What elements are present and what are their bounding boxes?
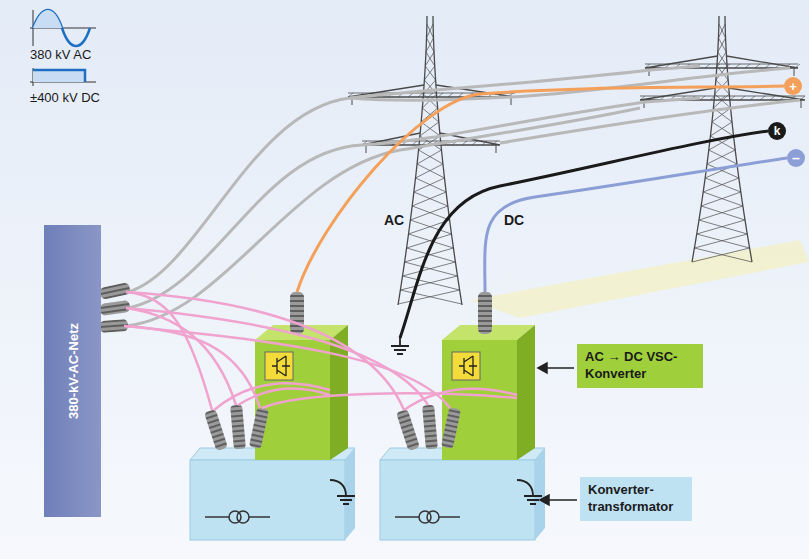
grid-band: 380-kV-AC-Netz	[44, 225, 101, 517]
legend-text: ±400 kV DC	[30, 90, 100, 105]
pylons	[348, 16, 805, 305]
return-wire	[400, 131, 768, 338]
ground-plane	[470, 240, 809, 318]
terminal-circle: k	[768, 122, 786, 140]
terminal-circle: +	[784, 77, 802, 95]
dc-plus-wire	[297, 86, 784, 292]
callout-box: AC → DC VSC-Konverter	[577, 344, 703, 388]
ac-symbol	[30, 10, 96, 46]
ac-lines	[126, 66, 800, 326]
terminal-label: k	[774, 125, 781, 137]
line-type-label: AC	[384, 212, 404, 228]
callout-box: Konverter- transformator	[580, 477, 692, 521]
callout-text: AC → DC VSC-Konverter	[585, 349, 695, 383]
dc-symbol	[30, 68, 96, 86]
dc-bushing	[478, 292, 492, 334]
terminal-label: +	[789, 80, 797, 93]
callout-text: Konverter- transformator	[588, 482, 684, 516]
ac-connections	[124, 292, 517, 410]
terminal-label: –	[792, 151, 800, 165]
converter-transformer	[190, 448, 545, 540]
transformer-bushings	[204, 405, 461, 451]
dc-bushing	[290, 292, 304, 334]
line-type-label: DC	[504, 212, 524, 228]
legend-text: 380 kV AC	[30, 47, 91, 62]
terminal-circle: –	[787, 149, 805, 167]
leader-arrow	[538, 363, 577, 505]
dc-minus-wire	[485, 158, 787, 292]
vsc-converter	[255, 325, 535, 460]
ground-symbol	[330, 338, 542, 504]
band-label: 380-kV-AC-Netz	[65, 323, 80, 419]
